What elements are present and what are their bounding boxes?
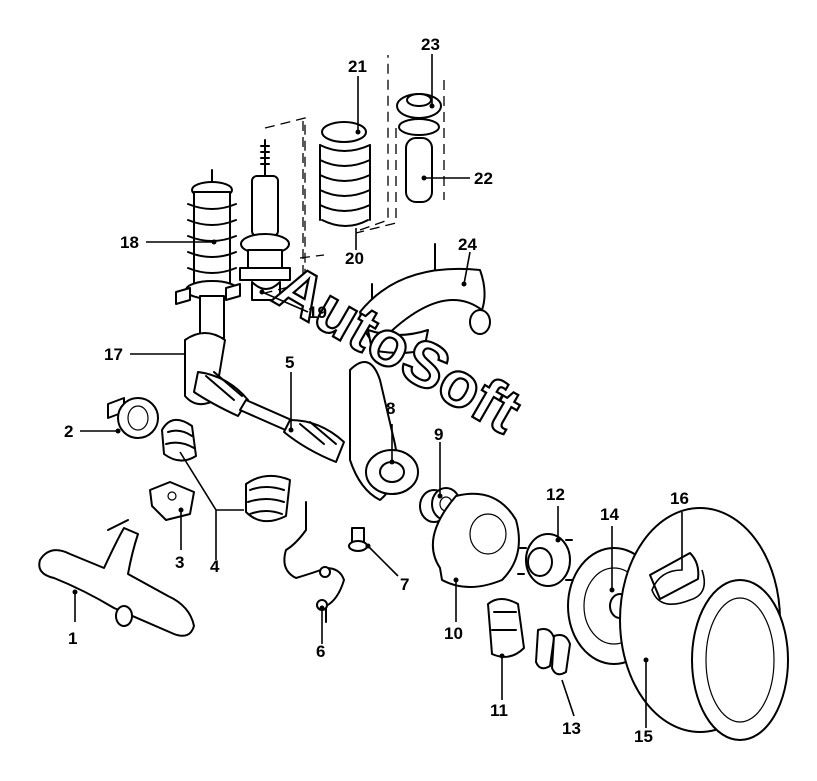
callout-6: 6 bbox=[316, 642, 325, 661]
brake-pads bbox=[535, 628, 571, 676]
callout-9: 9 bbox=[434, 425, 443, 444]
callout-17: 17 bbox=[104, 345, 123, 364]
cv-joint bbox=[107, 397, 159, 439]
callout-8: 8 bbox=[386, 399, 395, 418]
cv-boot-inner bbox=[161, 419, 197, 462]
callout-24: 24 bbox=[458, 235, 477, 254]
callout-23: 23 bbox=[421, 35, 440, 54]
lower-control-arm bbox=[38, 519, 195, 637]
callout-11: 11 bbox=[490, 701, 508, 720]
callout-14: 14 bbox=[600, 505, 619, 524]
strut-mount bbox=[355, 80, 445, 234]
brake-caliper bbox=[487, 598, 525, 658]
callout-3: 3 bbox=[175, 553, 184, 572]
callout-13: 13 bbox=[562, 719, 581, 738]
coil-spring bbox=[299, 55, 389, 275]
callout-10: 10 bbox=[444, 624, 463, 643]
callout-16: 16 bbox=[670, 489, 689, 508]
strut-assembly-with-spring bbox=[175, 169, 241, 339]
callout-21: 21 bbox=[348, 57, 367, 76]
leader-lines bbox=[74, 54, 706, 728]
drive-shaft bbox=[193, 371, 345, 463]
ball-joint bbox=[348, 527, 368, 552]
callout-12: 12 bbox=[546, 485, 565, 504]
callout-15: 15 bbox=[634, 727, 653, 746]
callout-2: 2 bbox=[64, 422, 73, 441]
brake-hose bbox=[283, 501, 345, 623]
callout-1: 1 bbox=[68, 629, 77, 648]
wheel-hub bbox=[517, 533, 573, 587]
callout-7: 7 bbox=[400, 575, 409, 594]
callout-18: 18 bbox=[120, 233, 139, 252]
callout-4: 4 bbox=[210, 557, 220, 576]
upper-control-arm bbox=[359, 243, 491, 354]
splash-shield bbox=[431, 492, 520, 588]
leader-dots bbox=[72, 103, 649, 663]
callout-5: 5 bbox=[285, 353, 294, 372]
wheel-rim bbox=[619, 507, 789, 741]
stabilizer-bracket bbox=[149, 481, 195, 521]
watermark: AutoSoft bbox=[263, 250, 533, 447]
cv-boot-outer bbox=[245, 474, 291, 523]
callout-labels: 1 2 3 4 5 6 7 8 9 10 11 12 13 14 15 16 1… bbox=[64, 35, 689, 746]
callout-22: 22 bbox=[474, 169, 493, 188]
callout-20: 20 bbox=[345, 249, 364, 268]
callout-19: 19 bbox=[308, 303, 327, 322]
shock-absorber bbox=[239, 117, 306, 301]
